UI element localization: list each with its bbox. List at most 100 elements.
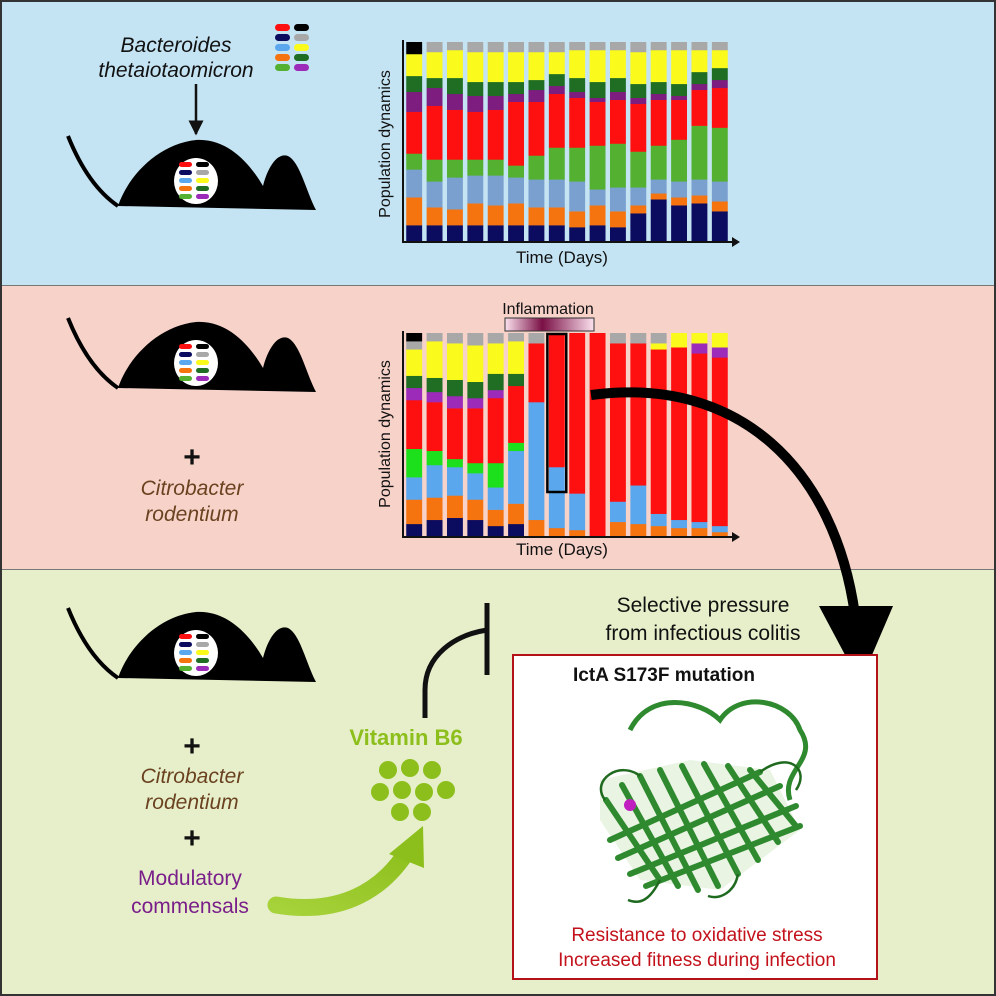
vitamin-production-arrow-head: [389, 826, 424, 868]
bar-segment: [508, 341, 525, 374]
bar-segment: [406, 91, 423, 112]
bar-segment: [569, 77, 586, 93]
bar-segment: [711, 181, 728, 202]
strain-pill-icon: [179, 170, 192, 175]
bar-segment: [446, 466, 463, 496]
bar-segment: [406, 375, 423, 389]
bar-segment: [548, 85, 565, 95]
bar-segment: [650, 525, 667, 537]
bar-segment: [609, 521, 626, 537]
bar-segment: [406, 75, 423, 93]
strain-pill-icon: [275, 44, 290, 51]
bar-segment: [406, 341, 423, 350]
bar-segment: [406, 42, 423, 55]
bar-segment: [528, 51, 545, 81]
bar-segment: [467, 381, 484, 399]
bar-segment: [467, 175, 484, 204]
bar-segment: [426, 402, 443, 452]
mouse-tail: [66, 607, 120, 680]
strain-pill-icon: [179, 642, 192, 647]
bar-segment: [691, 527, 708, 537]
bar-segment: [446, 395, 463, 409]
bar-segment: [487, 462, 504, 488]
vitamin-b6-dot: [401, 759, 419, 777]
bar-segment: [487, 225, 504, 242]
bar-segment: [446, 225, 463, 242]
bar-segment: [487, 509, 504, 527]
bar-segment: [650, 179, 667, 194]
bar-segment: [671, 527, 688, 537]
bar-segment: [446, 458, 463, 468]
bar-segment: [711, 333, 728, 348]
stacked-bar: [508, 42, 525, 242]
gut-window: [174, 158, 218, 204]
bar-segment: [630, 333, 647, 344]
bar-segment: [508, 93, 525, 102]
vitamin-b6-dot: [379, 761, 397, 779]
bar-segment: [671, 139, 688, 182]
bar-segment: [467, 462, 484, 474]
inflammation-bar: [504, 317, 595, 332]
strain-pill-icon: [196, 194, 209, 199]
bar-segment: [406, 111, 423, 154]
bar-segment: [467, 397, 484, 409]
bar-segment: [589, 205, 606, 226]
bar-segment: [446, 209, 463, 226]
mutation-site-marker: [624, 799, 636, 811]
bar-segment: [671, 197, 688, 206]
bar-segment: [406, 53, 423, 77]
pathogen-name-line1: Citrobacter: [141, 765, 245, 788]
bar-segment: [650, 513, 667, 527]
strain-pill-icon: [196, 344, 209, 349]
bar-segment: [467, 499, 484, 521]
bar-segment: [711, 79, 728, 89]
stacked-bar: [609, 42, 626, 242]
bar-segment: [548, 225, 565, 242]
bar-segment: [630, 42, 647, 53]
bar-segment: [406, 448, 423, 478]
bar-segment: [589, 49, 606, 83]
bar-segment: [609, 99, 626, 144]
pathogen-name-line1: Citrobacter: [141, 477, 245, 500]
bar-segment: [528, 179, 545, 208]
bar-segment: [426, 51, 443, 79]
vitamin-b6-dot: [437, 781, 455, 799]
bar-segment: [446, 49, 463, 79]
bar-segment: [446, 495, 463, 519]
bar-segment: [589, 42, 606, 51]
species-name-line2: thetaiotaomicron: [98, 59, 253, 82]
bar-segment: [508, 450, 525, 504]
bar-segment: [426, 159, 443, 182]
bar-segment: [487, 487, 504, 510]
bar-segment: [528, 207, 545, 226]
bar-segment: [569, 42, 586, 51]
bar-segment: [569, 97, 586, 148]
bar-segment: [406, 523, 423, 537]
strain-pill-icon: [179, 376, 192, 381]
bar-segment: [589, 189, 606, 206]
ictA-protein-structure: [599, 699, 809, 904]
strain-pill-icon: [294, 24, 309, 31]
gut-window: [174, 340, 218, 386]
bar-segment: [691, 343, 708, 354]
strain-pill-icon: [294, 44, 309, 51]
bar-segment: [467, 225, 484, 242]
strain-pill-icon: [196, 186, 209, 191]
bar-segment: [548, 179, 565, 208]
bar-segment: [487, 373, 504, 391]
bar-segment: [691, 42, 708, 51]
bar-segment: [548, 207, 565, 226]
bar-segment: [467, 519, 484, 537]
stacked-bar: [548, 333, 565, 537]
strain-pill-icon: [196, 658, 209, 663]
bar-segment: [691, 195, 708, 204]
bar-segment: [650, 42, 667, 51]
bar-segment: [528, 155, 545, 180]
strain-pill-icon: [179, 360, 192, 365]
bar-segment: [589, 101, 606, 146]
bar-segment: [650, 145, 667, 180]
stacked-bar: [691, 42, 708, 242]
pathogen-name-line2: rodentium: [145, 791, 238, 814]
bar-segment: [426, 181, 443, 208]
bar-segment: [528, 343, 545, 403]
